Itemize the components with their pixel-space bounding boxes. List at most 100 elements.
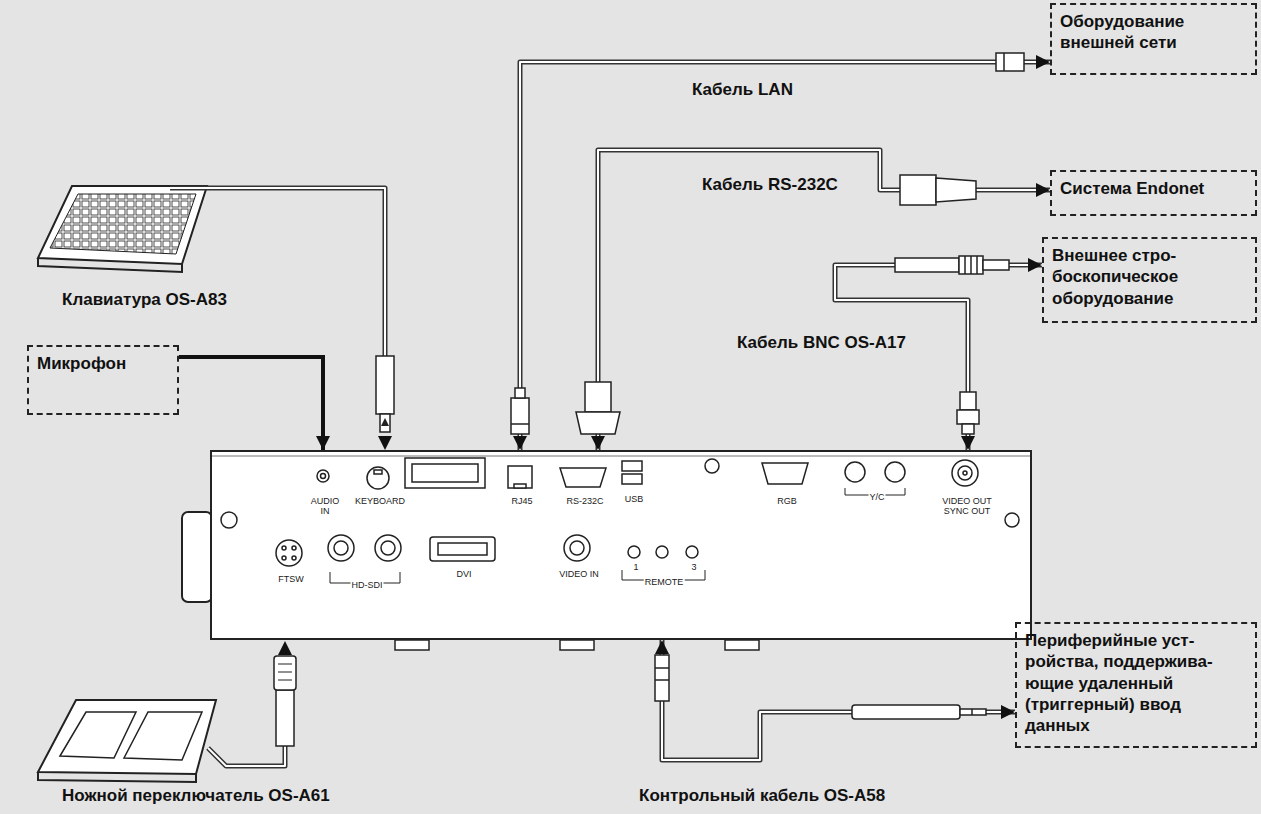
panel-ports <box>375 535 401 561</box>
cable-core <box>662 640 1015 760</box>
keyboard-cable <box>170 188 385 356</box>
foot-switch <box>124 712 202 760</box>
device-panel <box>182 512 212 602</box>
panel-ports <box>622 474 642 484</box>
panel-ports <box>430 537 495 561</box>
cable-plugs <box>996 53 1024 71</box>
device-panel <box>395 640 429 650</box>
arrow-head <box>316 436 330 450</box>
port-label: AUDIO IN <box>307 496 343 517</box>
cable-plugs <box>585 382 611 412</box>
cable-plugs <box>511 423 529 425</box>
cable-plugs <box>983 260 1009 270</box>
cable-plugs <box>576 412 620 434</box>
panel-ports <box>367 467 389 489</box>
device-panel <box>212 456 1030 457</box>
foot-switch-cable <box>278 680 292 681</box>
port-label: KEYBOARD <box>354 496 406 506</box>
box-text: Внешнее стро- боскопическое оборудование <box>1052 245 1197 309</box>
device-box: Система Endonet <box>1050 170 1257 216</box>
arrow-head <box>1028 258 1042 272</box>
box-text: Микрофон <box>37 353 169 374</box>
port-label: REMOTE <box>644 577 685 587</box>
device-panel <box>725 640 759 650</box>
foot-switch <box>38 700 216 782</box>
panel-ports <box>381 541 395 555</box>
panel-ports <box>321 474 326 479</box>
panel-ports <box>508 466 532 488</box>
cable-core <box>598 150 1050 450</box>
cable-plugs <box>655 655 669 701</box>
foot-switch <box>38 700 216 774</box>
panel-ports <box>885 462 905 482</box>
cable-plugs <box>976 256 978 274</box>
panel-ports <box>958 466 972 480</box>
cable-plugs <box>900 175 936 205</box>
cable-plugs <box>960 392 976 410</box>
cable <box>835 258 1042 450</box>
cable-plugs <box>962 424 974 434</box>
panel-ports <box>438 543 487 555</box>
arrow-head <box>655 640 669 654</box>
cable-plugs <box>960 709 986 715</box>
port-label: RS-232C <box>565 496 604 506</box>
keyboard-cable <box>376 356 394 414</box>
arrow-head <box>513 436 527 450</box>
box-text: Оборудование внешней сети <box>1060 11 1210 54</box>
keyboard <box>38 186 207 264</box>
cable <box>513 55 1050 450</box>
cable-plugs <box>957 410 979 424</box>
device-box: Внешнее стро- боскопическое оборудование <box>1042 237 1257 323</box>
panel-ports <box>282 556 286 560</box>
port-label: VIDEO IN <box>558 569 600 579</box>
arrow-head <box>961 436 975 450</box>
panel-ports <box>412 464 478 482</box>
cable-label: Кабель BNC OS-A17 <box>735 333 908 353</box>
part-label: Ножной переключатель OS-A61 <box>60 786 332 806</box>
panel-ports <box>622 461 642 471</box>
panel-ports <box>656 546 668 558</box>
cable <box>655 640 1015 760</box>
foot-switch-cable <box>208 745 285 766</box>
port-label: 3 <box>690 562 697 572</box>
panel-ports <box>514 484 526 488</box>
cable-plugs <box>511 398 529 434</box>
cable-outline <box>662 640 1015 760</box>
device-box: Микрофон <box>27 345 179 415</box>
cable-plugs <box>971 709 973 715</box>
panel-ports <box>317 470 329 482</box>
keyboard-cable <box>170 188 394 450</box>
arrow-head <box>1036 55 1050 69</box>
port-label: USB <box>624 494 645 504</box>
foot-switch-cable <box>278 664 292 665</box>
cable-outline <box>520 62 1050 450</box>
port-label: VIDEO OUT SYNC OUT <box>939 496 996 517</box>
device-panel <box>221 512 237 528</box>
keyboard-cable <box>378 436 392 450</box>
foot-switch-cable <box>208 641 296 766</box>
keyboard-cable <box>381 418 389 426</box>
panel-ports <box>374 470 382 474</box>
keyboard <box>50 194 196 254</box>
cable-core <box>520 62 1050 450</box>
port-label: FTSW <box>277 574 305 584</box>
cable-plugs <box>511 53 1024 719</box>
panel-ports <box>276 458 978 566</box>
arrow-head <box>591 436 605 450</box>
device-panel <box>705 459 719 473</box>
device-panel <box>182 450 1032 650</box>
arrow-head <box>1036 183 1050 197</box>
box-text: Периферийные уст- ройства, поддержива- ю… <box>1025 630 1230 736</box>
cable-plugs <box>515 388 525 398</box>
foot-switch-cable <box>274 656 296 690</box>
panel-ports <box>564 535 590 561</box>
panel-ports <box>686 546 698 558</box>
device-box: Периферийные уст- ройства, поддержива- ю… <box>1015 622 1257 748</box>
cable-plugs <box>895 258 959 272</box>
port-label: DVI <box>455 569 472 579</box>
box-text: Система Endonet <box>1060 178 1247 199</box>
port-label: RGB <box>776 496 798 506</box>
device-panel <box>210 450 1032 640</box>
cable-plugs <box>970 256 972 274</box>
